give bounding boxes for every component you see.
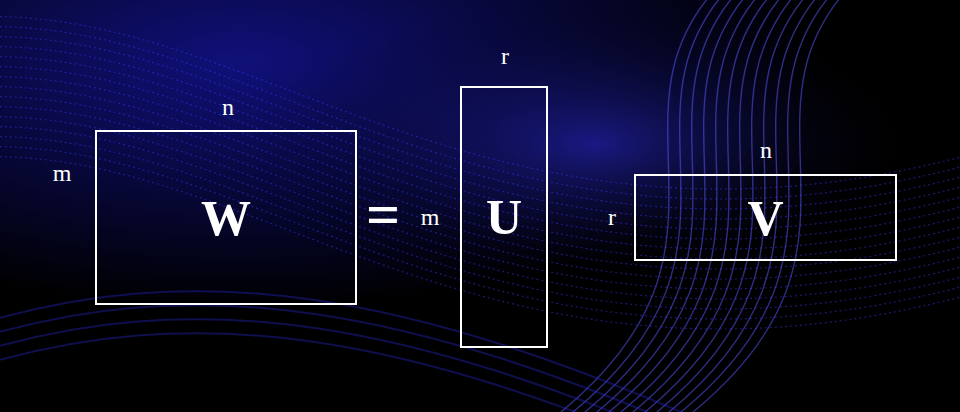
matrix-name: V	[747, 193, 783, 243]
equals-sign: =	[366, 184, 400, 244]
dimension-label: n	[760, 138, 772, 162]
matrix-name: W	[201, 193, 251, 243]
dimension-label: n	[222, 95, 234, 119]
dimension-label: m	[421, 205, 440, 229]
matrix-name: U	[486, 192, 522, 242]
dimension-label: r	[608, 205, 616, 229]
matrix-box: U	[460, 86, 548, 348]
dimension-label: r	[501, 44, 509, 68]
matrix-box: W	[95, 130, 357, 305]
dimension-label: m	[53, 161, 72, 185]
matrix-box: V	[634, 174, 897, 261]
